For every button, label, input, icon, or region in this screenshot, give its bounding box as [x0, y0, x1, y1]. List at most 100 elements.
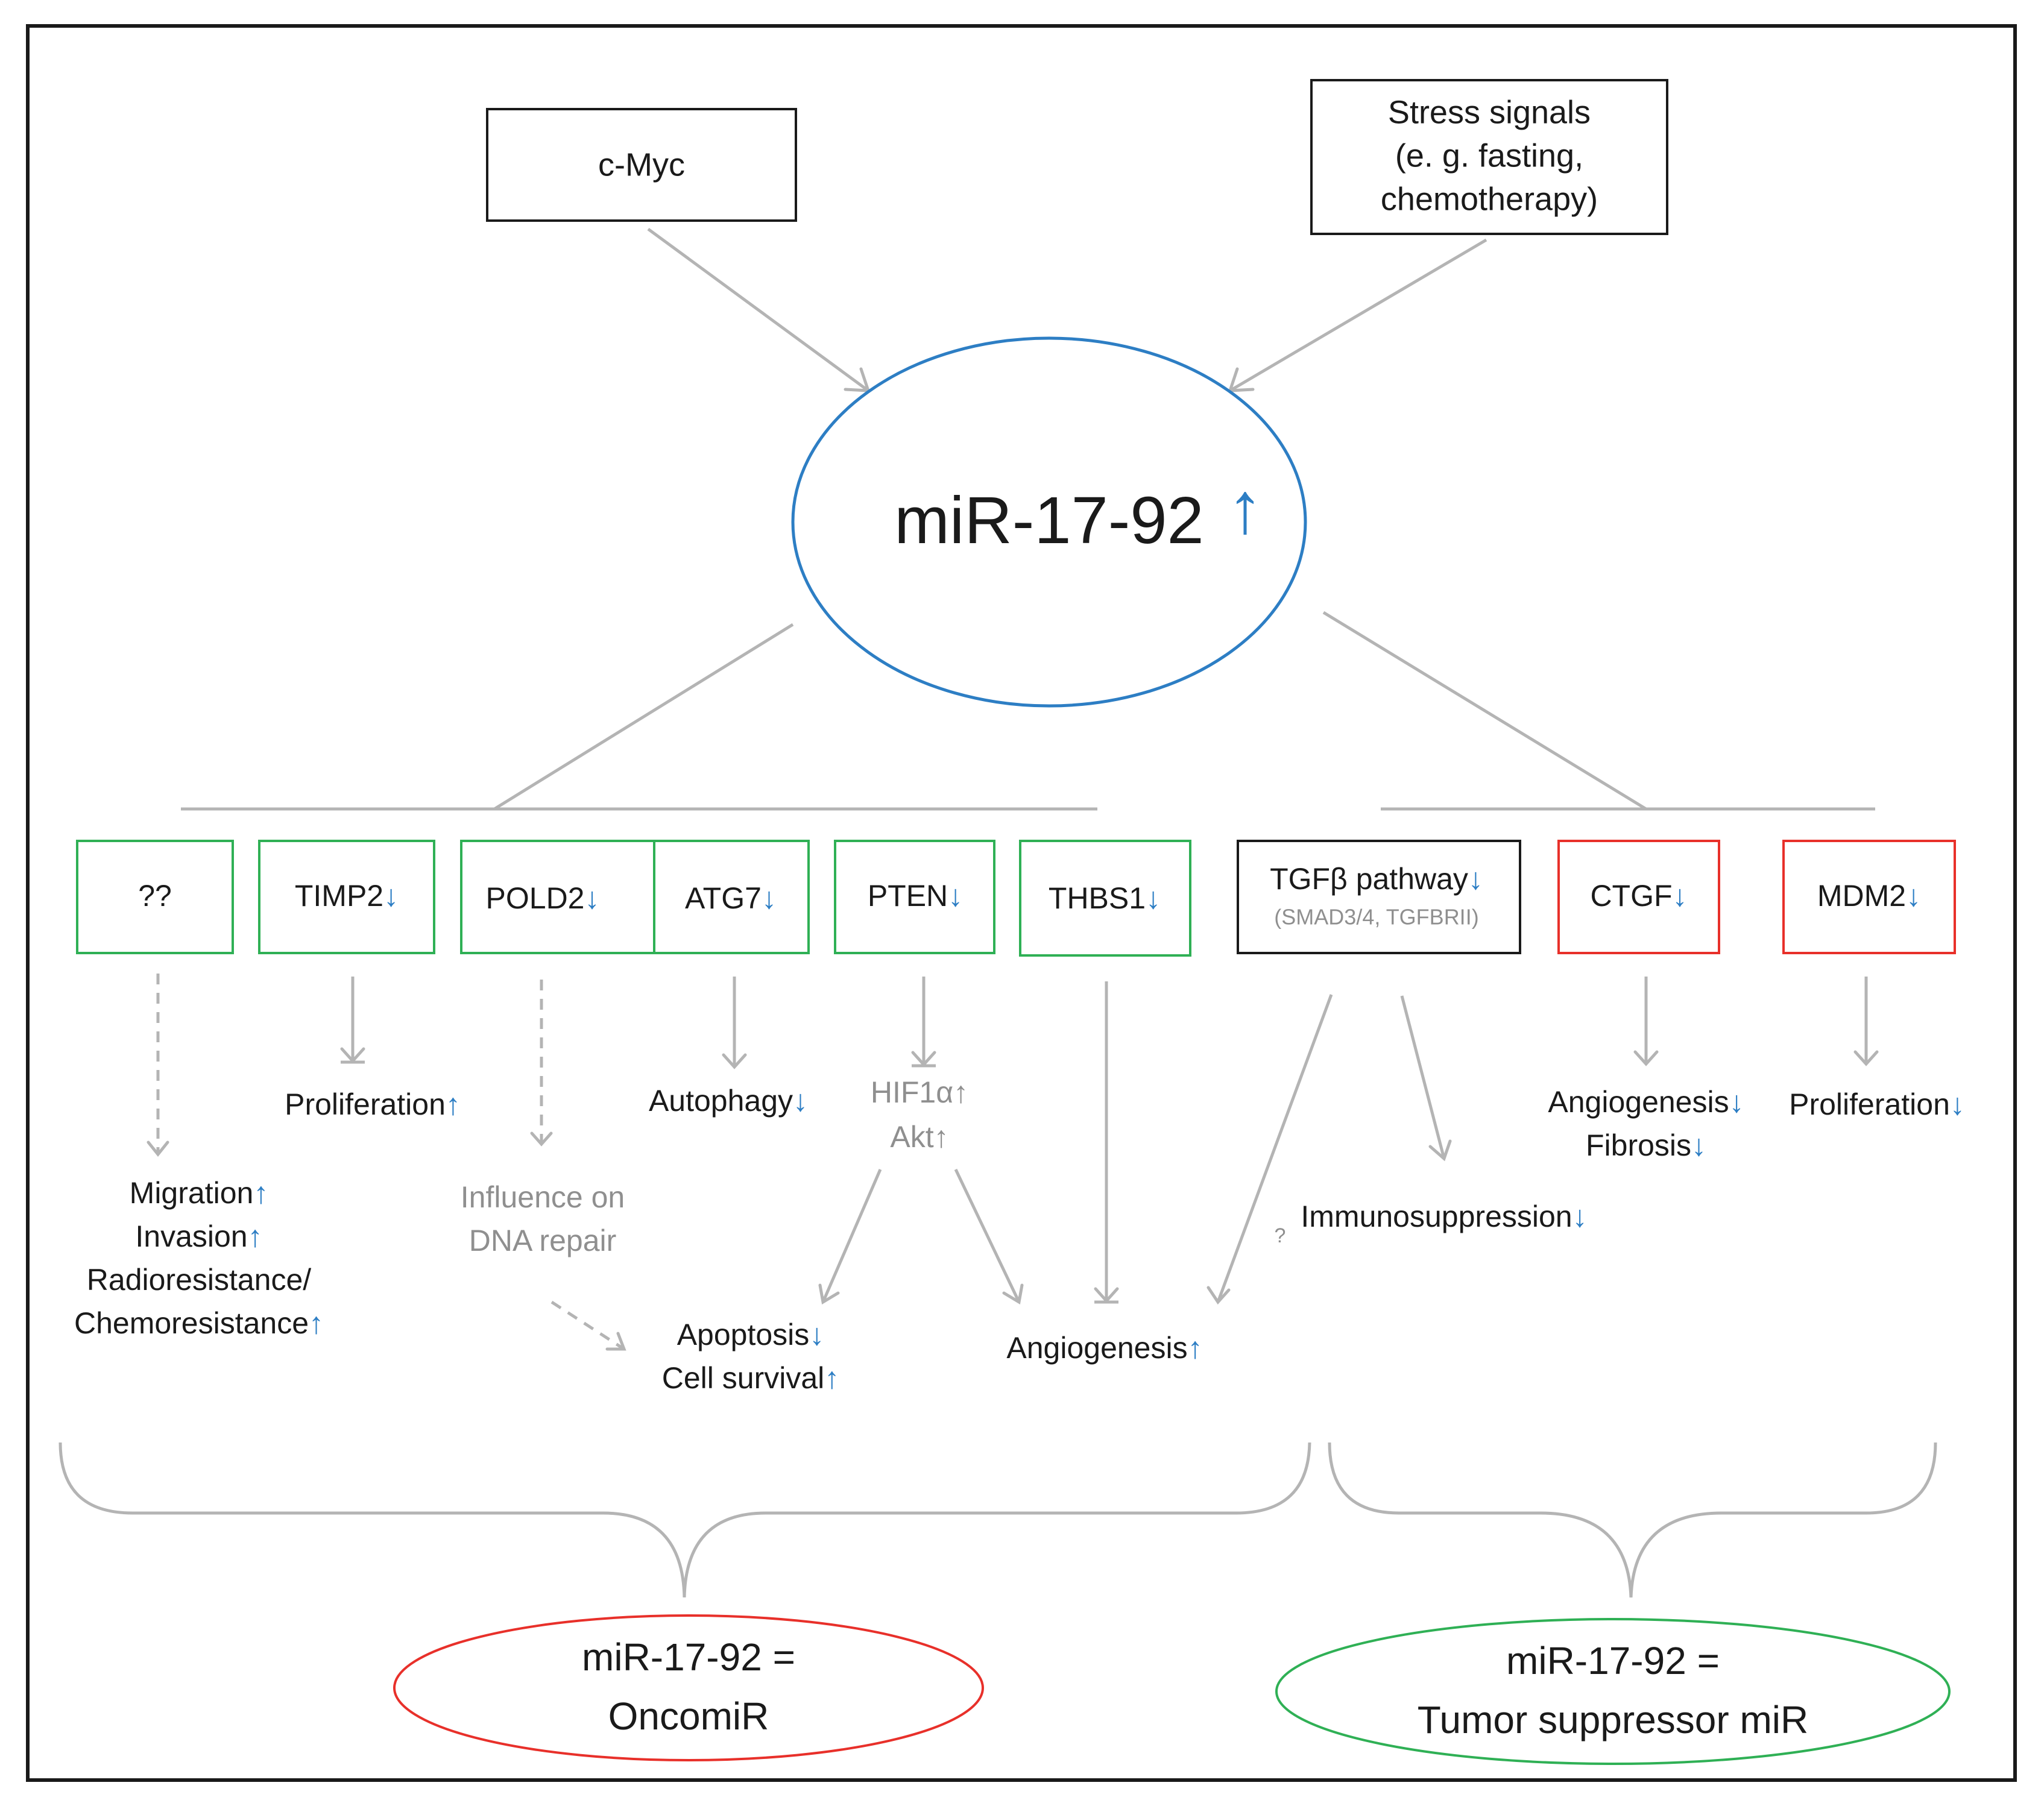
arrow-akt-to-angiogenesis	[954, 1168, 1024, 1305]
svg-text:Proliferation↑: Proliferation↑	[285, 1087, 461, 1121]
target-pten-label: PTEN	[868, 879, 948, 913]
oncomir-node: miR-17-92 = OncomiR	[393, 1614, 984, 1761]
target-pold2-node: POLD2↓	[460, 840, 661, 954]
down-arrow-icon: ↓	[793, 1084, 808, 1118]
effect-angiogenesis-down-label: Angiogenesis	[1548, 1085, 1729, 1119]
svg-text:Angiogenesis↑: Angiogenesis↑	[1006, 1331, 1202, 1365]
mir-17-92-node: miR-17-92 ↑	[791, 336, 1307, 708]
up-arrow-icon: ↑	[1227, 468, 1263, 549]
svg-text:PTEN↓: PTEN↓	[868, 879, 963, 913]
up-arrow-icon: ↑	[253, 1176, 268, 1210]
target-ctgf-label: CTGF	[1590, 879, 1672, 913]
effect-dna-repair-line-2: DNA repair	[469, 1224, 617, 1257]
stress-signals-line-2: (e. g. fasting,	[1395, 137, 1583, 174]
up-arrow-icon: ↑	[824, 1361, 839, 1395]
up-arrow-icon: ↑	[248, 1219, 263, 1253]
target-mdm2-node: MDM2↓	[1782, 840, 1956, 954]
up-arrow-icon: ↑	[934, 1120, 949, 1154]
down-arrow-icon: ↓	[1729, 1085, 1744, 1119]
svg-text:Invasion↑: Invasion↑	[135, 1219, 262, 1253]
arrow-tgfb-to-angiogenesis	[1207, 994, 1333, 1305]
down-arrow-icon: ↓	[948, 879, 963, 913]
arrow-pten-to-hif1a	[911, 977, 936, 1068]
down-arrow-icon: ↓	[1146, 881, 1161, 915]
svg-text:MDM2↓: MDM2↓	[1817, 879, 1921, 913]
target-timp2-label: TIMP2	[295, 879, 383, 913]
svg-text:Immunosuppression↓: Immunosuppression↓	[1301, 1200, 1587, 1233]
target-thbs1-label: THBS1	[1049, 881, 1146, 915]
target-atg7-node: ATG7↓	[653, 840, 810, 954]
effect-immunosuppression-label: Immunosuppression	[1301, 1200, 1572, 1233]
effect-proliferation-down-label: Proliferation	[1789, 1087, 1950, 1121]
mir-17-92-label: miR-17-92	[894, 483, 1203, 558]
down-arrow-icon: ↓	[762, 881, 777, 915]
svg-text:Akt↑: Akt↑	[890, 1120, 948, 1154]
effect-hif1a-label: HIF1α	[871, 1075, 953, 1109]
cmyc-label: c-Myc	[598, 146, 685, 183]
target-pold2-label: POLD2	[486, 881, 585, 915]
tumor-suppressor-line-1: miR-17-92 =	[1506, 1639, 1720, 1682]
brace-oncomir	[58, 1442, 1311, 1598]
arrow-dna-repair-to-apoptosis	[550, 1300, 626, 1351]
target-ctgf-node: CTGF↓	[1557, 840, 1720, 954]
svg-text:Fibrosis↓: Fibrosis↓	[1586, 1128, 1706, 1162]
svg-text:CTGF↓: CTGF↓	[1590, 879, 1687, 913]
target-unknown-label: ??	[138, 879, 172, 913]
effect-angiogenesis-up-label: Angiogenesis	[1006, 1331, 1187, 1365]
svg-text:Apoptosis↓: Apoptosis↓	[677, 1318, 825, 1351]
effect-chemoresistance-label: Chemoresistance	[74, 1306, 309, 1340]
target-mdm2-label: MDM2	[1817, 879, 1906, 913]
up-arrow-icon: ↑	[953, 1075, 968, 1109]
effect-migration-label: Migration	[130, 1176, 254, 1210]
target-tgfb-sublabel: (SMAD3/4, TGFBRII)	[1274, 905, 1478, 930]
outer-frame	[26, 24, 2017, 1782]
stress-signals-line-3: chemotherapy)	[1381, 181, 1598, 217]
svg-text:Angiogenesis↓: Angiogenesis↓	[1548, 1085, 1744, 1119]
arrow-mdm2-to-proliferation	[1853, 977, 1879, 1066]
effect-proliferation-up-label: Proliferation	[285, 1087, 446, 1121]
effect-dna-repair-line-1: Influence on	[461, 1180, 625, 1214]
up-arrow-icon: ↑	[1188, 1331, 1203, 1365]
stress-signals-node: Stress signals (e. g. fasting, chemother…	[1310, 79, 1668, 235]
arrow-pold2-to-dna-repair	[530, 980, 553, 1147]
svg-text:Chemoresistance↑: Chemoresistance↑	[74, 1306, 324, 1340]
svg-text:HIF1α↑: HIF1α↑	[871, 1075, 968, 1109]
target-pten-node: PTEN↓	[834, 840, 995, 954]
target-timp2-node: TIMP2↓	[258, 840, 435, 954]
effect-cell-survival-label: Cell survival	[662, 1361, 825, 1395]
up-arrow-icon: ↑	[446, 1087, 461, 1121]
effect-autophagy-label: Autophagy	[649, 1084, 793, 1118]
target-tgfb-node: TGFβ pathway↓ (SMAD3/4, TGFBRII)	[1237, 840, 1521, 954]
down-arrow-icon: ↓	[383, 879, 399, 913]
effect-radioresistance-label: Radioresistance/	[87, 1263, 312, 1297]
down-arrow-icon: ↓	[1572, 1200, 1588, 1233]
arrow-atg7-to-autophagy	[722, 977, 747, 1069]
svg-text:TIMP2↓: TIMP2↓	[295, 879, 399, 913]
arrow-akt-to-apoptosis	[818, 1169, 882, 1305]
arrow-stress-to-mir	[1228, 238, 1487, 392]
up-arrow-icon: ↑	[309, 1306, 324, 1340]
arrow-timp2-to-proliferation	[340, 977, 365, 1064]
svg-text:Cell survival↑: Cell survival↑	[662, 1361, 840, 1395]
effect-fibrosis-label: Fibrosis	[1586, 1128, 1691, 1162]
oncomir-line-2: OncomiR	[608, 1694, 769, 1738]
down-arrow-icon: ↓	[1906, 879, 1921, 913]
stress-signals-line-1: Stress signals	[1388, 94, 1591, 130]
target-thbs1-node: THBS1↓	[1019, 840, 1191, 957]
target-atg7-label: ATG7	[685, 881, 762, 915]
arrow-ctgf-to-angiogenesis	[1633, 977, 1659, 1066]
svg-text:Migration↑: Migration↑	[130, 1176, 269, 1210]
tumor-suppressor-node: miR-17-92 = Tumor suppressor miR	[1275, 1618, 1951, 1765]
arrow-cmyc-to-mir	[647, 227, 871, 392]
brace-tumor-suppressor	[1328, 1442, 1937, 1598]
cmyc-node: c-Myc	[486, 108, 797, 222]
down-arrow-icon: ↓	[584, 881, 599, 915]
effect-apoptosis-label: Apoptosis	[677, 1318, 810, 1351]
svg-text:THBS1↓: THBS1↓	[1049, 881, 1161, 915]
down-arrow-icon: ↓	[809, 1318, 824, 1351]
effect-question-mark: ?	[1275, 1224, 1286, 1247]
arrow-thbs1-to-angiogenesis	[1094, 981, 1119, 1304]
effect-invasion-label: Invasion	[135, 1219, 247, 1253]
effect-akt-label: Akt	[890, 1120, 933, 1154]
